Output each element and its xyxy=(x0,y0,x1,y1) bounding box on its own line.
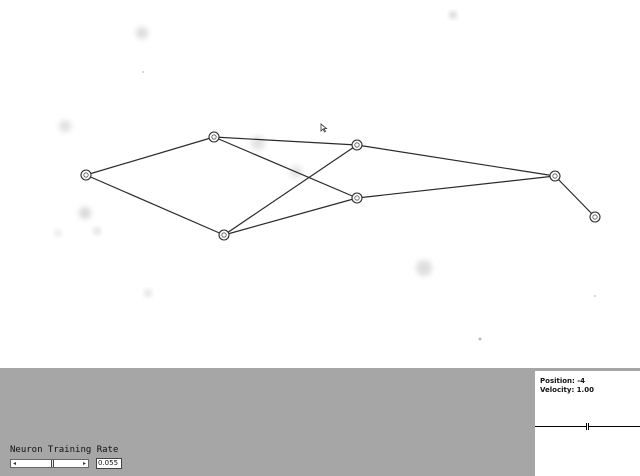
node-ring xyxy=(218,229,230,241)
mouse-pointer-icon xyxy=(320,123,328,133)
node-core xyxy=(83,172,89,178)
network-edge xyxy=(223,144,358,236)
background-spot xyxy=(478,337,482,341)
node-core xyxy=(592,214,598,220)
network-diagram xyxy=(55,12,601,341)
network-edge xyxy=(223,197,358,236)
background-spot xyxy=(251,136,265,150)
network-nodes xyxy=(80,131,601,241)
node-core xyxy=(354,142,360,148)
state-info-box: Position: -4 Velocity: 1.00 xyxy=(535,371,640,476)
network-node[interactable] xyxy=(351,192,363,204)
network-node[interactable] xyxy=(351,139,363,151)
training-rate-label: Neuron Training Rate xyxy=(10,445,119,455)
background-spot xyxy=(416,260,432,276)
position-slider-thumb[interactable] xyxy=(586,423,589,430)
node-ring xyxy=(208,131,220,143)
background-spots xyxy=(55,12,596,341)
network-node[interactable] xyxy=(80,169,92,181)
network-edges xyxy=(85,136,596,236)
network-node[interactable] xyxy=(549,170,561,182)
training-rate-value-field[interactable]: 0.055 xyxy=(96,458,122,469)
node-ring xyxy=(589,211,601,223)
background-spot xyxy=(59,120,71,132)
background-spot xyxy=(136,27,148,39)
network-edge xyxy=(356,144,556,177)
slider-right-arrow-icon[interactable]: ▸ xyxy=(82,460,86,467)
node-ring xyxy=(351,192,363,204)
node-core xyxy=(354,195,360,201)
network-edge xyxy=(85,136,215,176)
network-node[interactable] xyxy=(218,229,230,241)
network-edge xyxy=(213,136,358,199)
background-spot xyxy=(94,228,100,234)
network-edge xyxy=(554,175,596,218)
slider-left-arrow-icon[interactable]: ◂ xyxy=(13,460,17,467)
network-node[interactable] xyxy=(589,211,601,223)
velocity-readout: Velocity: 1.00 xyxy=(540,386,594,394)
network-edge xyxy=(213,136,358,146)
node-ring xyxy=(549,170,561,182)
background-spot xyxy=(79,207,91,219)
background-spot xyxy=(142,71,144,73)
node-ring xyxy=(351,139,363,151)
background-spot xyxy=(145,290,151,296)
network-edge xyxy=(85,174,225,236)
background-spot xyxy=(450,12,456,18)
training-rate-slider[interactable]: ◂ ▸ xyxy=(10,459,89,468)
node-core xyxy=(552,173,558,179)
node-core xyxy=(211,134,217,140)
training-rate-slider-thumb[interactable] xyxy=(51,460,54,467)
position-readout: Position: -4 xyxy=(540,377,586,385)
node-core xyxy=(221,232,227,238)
network-edge xyxy=(356,175,556,199)
network-node[interactable] xyxy=(208,131,220,143)
background-spot xyxy=(55,230,61,236)
background-spot xyxy=(594,295,596,297)
node-ring xyxy=(80,169,92,181)
network-canvas[interactable] xyxy=(0,0,640,368)
